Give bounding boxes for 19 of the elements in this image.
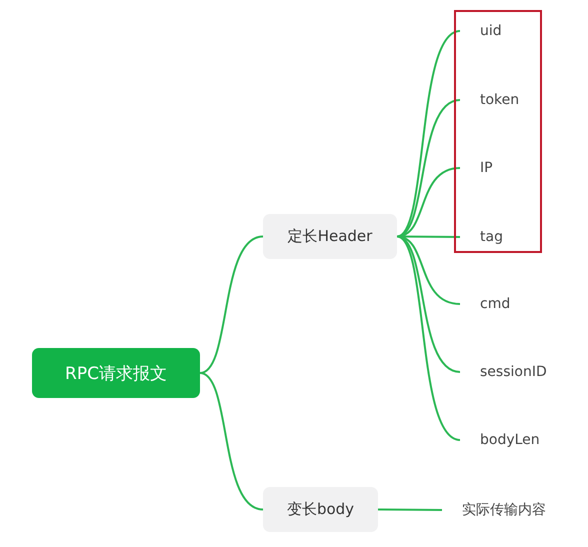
leaf-label: token: [460, 89, 540, 111]
leaf-label: sessionID: [460, 361, 560, 383]
connector-line: [396, 30, 460, 238]
highlight-frame: [454, 10, 542, 253]
connector-line: [378, 508, 442, 511]
leaf-label: IP: [460, 157, 540, 179]
root-topic-box: RPC请求报文: [32, 348, 200, 398]
topic-box: 定长Header: [263, 214, 397, 259]
connector-line: [200, 236, 264, 374]
connector-line: [396, 99, 460, 238]
connector-line: [396, 236, 460, 441]
leaf-label: 实际传输内容: [442, 499, 572, 521]
topic-box: 变长body: [263, 487, 378, 532]
leaf-label: tag: [460, 226, 540, 248]
leaf-label: bodyLen: [460, 429, 550, 451]
leaf-label: uid: [460, 20, 540, 42]
connector-line: [200, 372, 264, 510]
leaf-label: cmd: [460, 293, 540, 315]
connector-line: [396, 236, 460, 305]
